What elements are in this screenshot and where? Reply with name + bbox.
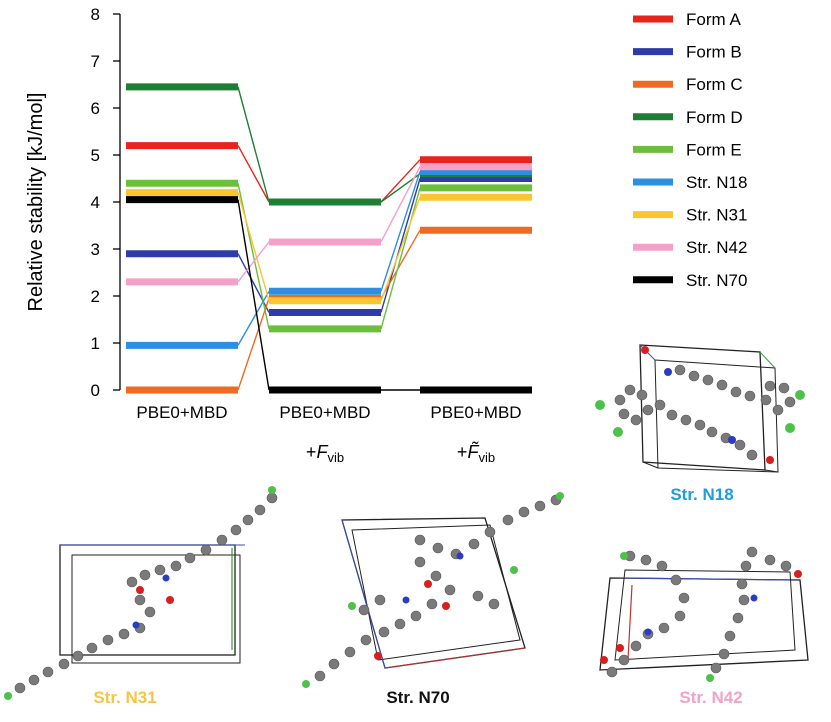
- x-category-label: PBE0+MBD: [430, 403, 521, 422]
- connector-line: [380, 159, 421, 203]
- y-tick-label: 2: [91, 287, 100, 306]
- connector-line: [380, 171, 421, 292]
- x-sublabel-symbol: F̃: [467, 441, 479, 462]
- connector-line: [380, 178, 421, 313]
- x-category-label: PBE0+MBD: [136, 403, 227, 422]
- x-sublabel-prefix: +: [457, 442, 468, 462]
- x-sublabel-symbol: F: [316, 442, 328, 462]
- x-category-sublabel: +F̃vib: [457, 441, 495, 465]
- x-category-label: PBE0+MBD: [279, 403, 370, 422]
- connector-line: [237, 183, 270, 330]
- y-tick-label: 6: [91, 99, 100, 118]
- x-sublabel-subscript: vib: [478, 450, 495, 465]
- connector-line: [237, 241, 270, 283]
- connector-line: [237, 86, 270, 203]
- y-tick-label: 4: [91, 193, 100, 212]
- structure-n70-image: [302, 492, 564, 688]
- x-sublabel-subscript: vib: [327, 450, 344, 465]
- structure-n31-label: Str. N31: [93, 688, 156, 707]
- legend-label: Form D: [686, 108, 743, 127]
- y-tick-label: 3: [91, 240, 100, 259]
- connector-line: [237, 298, 270, 391]
- legend-label: Form C: [686, 75, 743, 94]
- x-sublabel-prefix: +: [306, 442, 317, 462]
- x-category-sublabel: +Fvib: [306, 442, 344, 465]
- legend-label: Form E: [686, 140, 742, 159]
- y-axis-label: Relative stability [kJ/mol]: [25, 93, 47, 312]
- legend-label: Str. N31: [686, 206, 747, 225]
- connector-line: [380, 166, 421, 243]
- legend-label: Str. N70: [686, 271, 747, 290]
- structure-n42-label: Str. N42: [679, 688, 742, 707]
- legend: Form A Form B Form C Form D Form E Str. N18St…: [633, 10, 747, 290]
- structure-n31-image: [4, 486, 278, 700]
- legend-label: Form B: [686, 43, 742, 62]
- structure-n18-image: [595, 344, 805, 473]
- connector-line: [380, 197, 421, 301]
- connector-line: [380, 187, 421, 330]
- connector-line: [237, 199, 270, 391]
- structure-n42-image: [599, 546, 809, 682]
- y-tick-label: 0: [91, 381, 100, 400]
- connector-line: [237, 145, 270, 203]
- y-tick-label: 7: [91, 52, 100, 71]
- legend-label: Str. N42: [686, 238, 747, 257]
- connector-line: [237, 290, 270, 346]
- structure-n70-label: Str. N70: [386, 688, 449, 707]
- connector-line: [237, 192, 270, 301]
- connector-line: [380, 229, 421, 299]
- legend-label: Str. N18: [686, 173, 747, 192]
- y-tick-label: 8: [91, 5, 100, 24]
- y-tick-label: 1: [91, 334, 100, 353]
- legend-label: Form A: [686, 10, 741, 29]
- structure-n18-label: Str. N18: [670, 485, 733, 504]
- y-tick-label: 5: [91, 146, 100, 165]
